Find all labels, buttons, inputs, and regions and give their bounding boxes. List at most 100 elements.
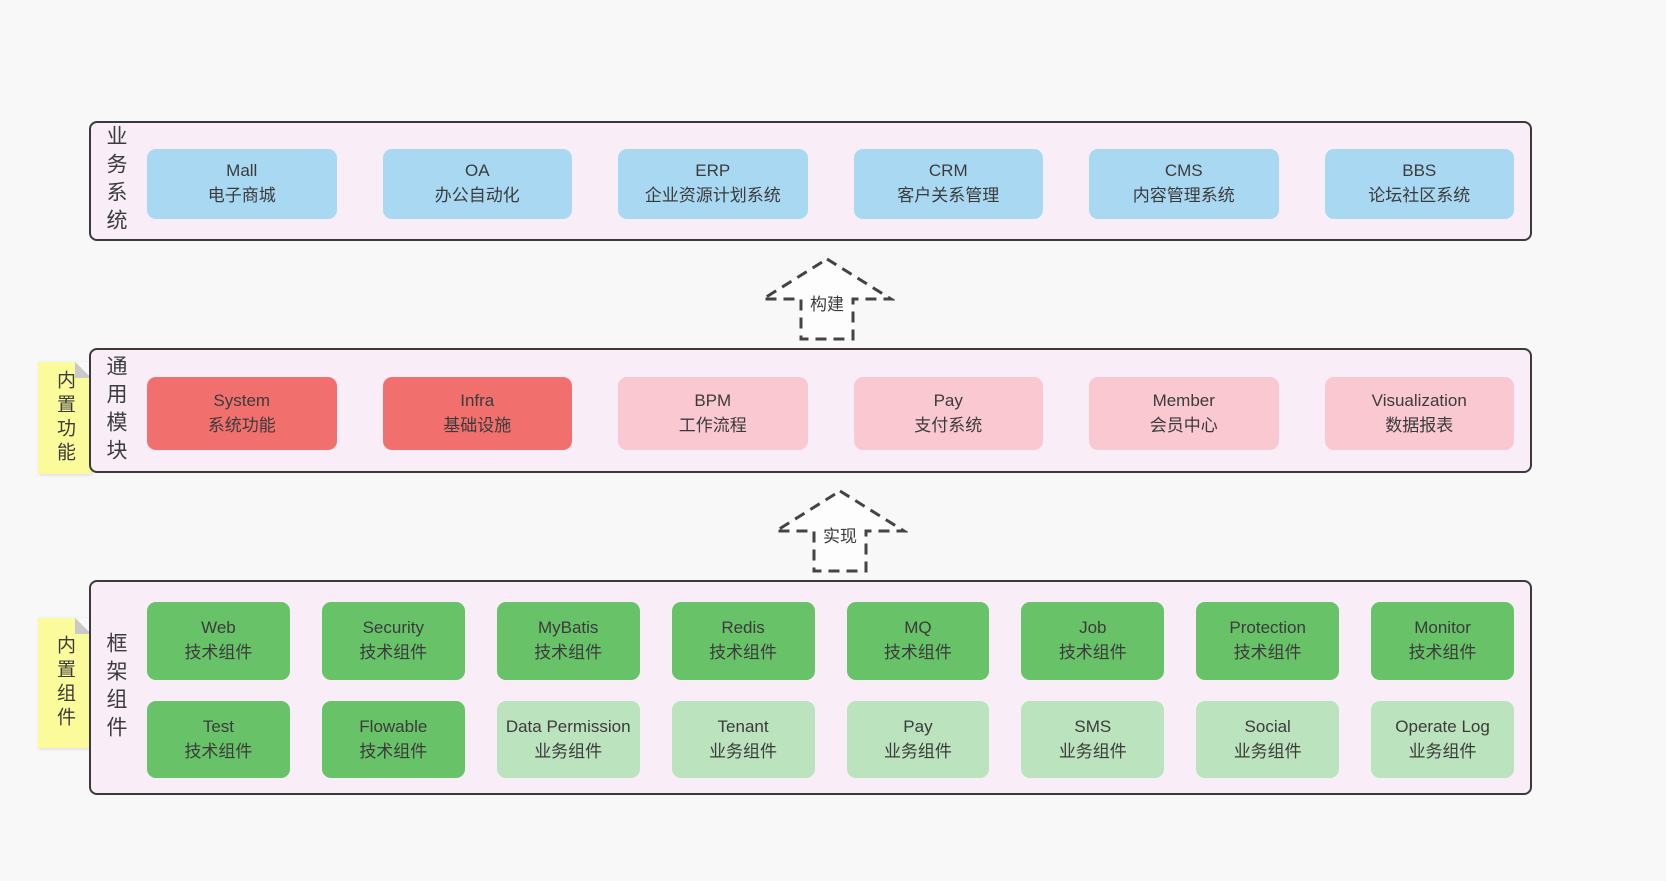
box-oa: OA 办公自动化 <box>382 149 572 219</box>
box-title: BPM <box>694 390 732 410</box>
box-subtitle: 业务组件 <box>534 741 603 761</box>
builtin-components-sticky-note: 内置组件 <box>38 618 91 748</box>
box-system: System 系统功能 <box>147 377 337 450</box>
box-title: Social <box>1244 716 1291 736</box>
implement-arrow-label: 实现 <box>820 521 860 547</box>
box-pay-biz: Pay 业务组件 <box>846 701 990 778</box>
box-security: Security 技术组件 <box>321 602 465 680</box>
box-title: Data Permission <box>505 716 631 736</box>
box-protection: Protection 技术组件 <box>1196 602 1340 680</box>
box-visualization: Visualization 数据报表 <box>1324 377 1514 450</box>
box-title: Flowable <box>359 716 428 736</box>
box-subtitle: 技术组件 <box>883 643 952 662</box>
box-title: OA <box>464 161 490 181</box>
box-subtitle: 技术组件 <box>359 741 428 761</box>
box-subtitle: 技术组件 <box>534 643 603 662</box>
box-social: Social 业务组件 <box>1196 701 1340 778</box>
box-flowable: Flowable 技术组件 <box>321 701 465 778</box>
box-title: CMS <box>1164 161 1203 181</box>
builtin-features-sticky-note: 内置功能 <box>38 362 91 474</box>
box-title: Pay <box>933 390 963 410</box>
box-job: Job 技术组件 <box>1021 602 1165 680</box>
box-pay: Pay 支付系统 <box>853 377 1043 450</box>
box-title: Mall <box>226 161 258 181</box>
box-title: Job <box>1079 618 1107 638</box>
box-title: ERP <box>695 161 731 181</box>
sticky-label: 内置组件 <box>54 635 75 731</box>
box-tenant: Tenant 业务组件 <box>671 701 815 778</box>
box-title: SMS <box>1074 716 1112 736</box>
box-title: Infra <box>460 390 495 410</box>
box-subtitle: 工作流程 <box>678 415 747 435</box>
box-subtitle: 论坛社区系统 <box>1368 186 1471 205</box>
box-subtitle: 技术组件 <box>1408 643 1477 662</box>
box-subtitle: 系统功能 <box>207 415 276 435</box>
box-subtitle: 办公自动化 <box>434 186 520 205</box>
box-title: System <box>213 390 271 410</box>
box-title: Operate Log <box>1395 716 1490 736</box>
layer-common-modules: 通用模块 System 系统功能 Infra 基础设施 BPM 工作流程 Pay… <box>89 348 1532 473</box>
box-redis: Redis 技术组件 <box>671 602 815 680</box>
layer-business-label: 业务系统 <box>104 125 127 237</box>
box-subtitle: 客户关系管理 <box>897 186 1000 205</box>
box-subtitle: 基础设施 <box>443 415 512 435</box>
box-subtitle: 技术组件 <box>184 741 253 761</box>
box-subtitle: 技术组件 <box>1233 643 1302 662</box>
box-bpm: BPM 工作流程 <box>618 377 808 450</box>
box-title: Security <box>362 618 425 638</box>
box-subtitle: 技术组件 <box>359 643 428 662</box>
box-member: Member 会员中心 <box>1089 377 1279 450</box>
box-title: Protection <box>1229 618 1306 638</box>
layer-modules-label: 通用模块 <box>104 354 127 467</box>
box-title: Test <box>202 716 235 736</box>
box-subtitle: 支付系统 <box>914 415 983 435</box>
box-cms: CMS 内容管理系统 <box>1089 149 1279 219</box>
box-title: Web <box>201 618 236 638</box>
layer-framework-components: 框架组件 Web 技术组件 Security 技术组件 MyBatis 技术组件… <box>89 580 1532 795</box>
box-title: Monitor <box>1414 618 1471 638</box>
box-title: CRM <box>928 161 968 181</box>
box-title: Pay <box>903 716 933 736</box>
box-subtitle: 技术组件 <box>1058 643 1127 662</box>
box-title: MQ <box>904 618 932 638</box>
box-subtitle: 数据报表 <box>1385 415 1454 435</box>
box-title: Visualization <box>1371 390 1467 410</box>
box-bbs: BBS 论坛社区系统 <box>1324 149 1514 219</box>
box-subtitle: 业务组件 <box>709 741 778 761</box>
layer-business-systems: 业务系统 Mall 电子商城 OA 办公自动化 ERP 企业资源计划系统 CRM… <box>89 121 1532 241</box>
box-title: Tenant <box>717 716 769 736</box>
box-erp: ERP 企业资源计划系统 <box>618 149 808 219</box>
box-crm: CRM 客户关系管理 <box>853 149 1043 219</box>
box-web: Web 技术组件 <box>147 602 290 680</box>
sticky-label: 内置功能 <box>54 370 75 466</box>
folded-corner-icon <box>75 362 91 378</box>
components-box-row-2: Test 技术组件 Flowable 技术组件 Data Permission … <box>147 701 1514 778</box>
box-subtitle: 业务组件 <box>1058 741 1127 761</box>
box-subtitle: 业务组件 <box>1408 741 1477 761</box>
box-subtitle: 业务组件 <box>883 741 952 761</box>
box-operate-log: Operate Log 业务组件 <box>1371 701 1514 778</box>
box-mall: Mall 电子商城 <box>147 149 337 219</box>
box-title: Member <box>1152 390 1215 410</box>
box-title: Redis <box>721 618 765 638</box>
folded-corner-icon <box>75 618 91 634</box>
layer-components-label: 框架组件 <box>104 631 127 744</box>
box-subtitle: 会员中心 <box>1149 415 1218 435</box>
box-infra: Infra 基础设施 <box>382 377 572 450</box>
box-title: BBS <box>1402 161 1437 181</box>
box-sms: SMS 业务组件 <box>1021 701 1165 778</box>
modules-box-row: System 系统功能 Infra 基础设施 BPM 工作流程 Pay 支付系统… <box>147 377 1514 450</box>
box-subtitle: 企业资源计划系统 <box>644 186 781 205</box>
business-box-row: Mall 电子商城 OA 办公自动化 ERP 企业资源计划系统 CRM 客户关系… <box>147 149 1514 219</box>
components-box-row-1: Web 技术组件 Security 技术组件 MyBatis 技术组件 Redi… <box>147 602 1514 680</box>
build-arrow-label: 构建 <box>807 289 847 315</box>
box-title: MyBatis <box>537 618 599 638</box>
box-monitor: Monitor 技术组件 <box>1371 602 1514 680</box>
box-data-permission: Data Permission 业务组件 <box>496 701 640 778</box>
build-arrow: 构建 <box>759 255 895 343</box>
box-test: Test 技术组件 <box>147 701 290 778</box>
box-mq: MQ 技术组件 <box>846 602 990 680</box>
box-mybatis: MyBatis 技术组件 <box>496 602 640 680</box>
box-subtitle: 内容管理系统 <box>1132 186 1235 205</box>
box-subtitle: 电子商城 <box>207 186 276 205</box>
